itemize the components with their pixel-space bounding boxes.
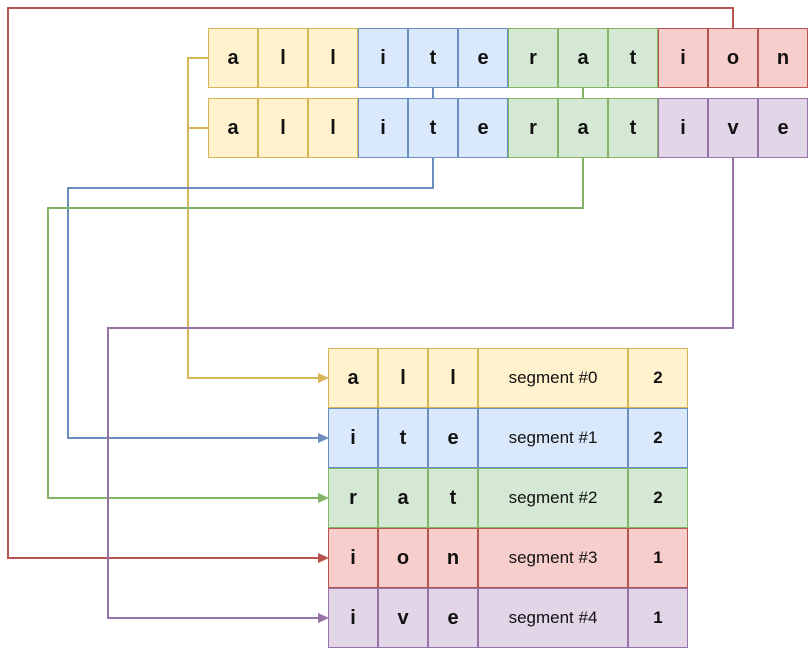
word-0-letter-8: t [608,28,658,88]
word-1-letter-10: v [708,98,758,158]
word-1-letter-6: r [508,98,558,158]
segment-1-letter-1: t [378,408,428,468]
word-1-letter-9: i [658,98,708,158]
segment-4-count: 1 [628,588,688,648]
word-0-letter-6: r [508,28,558,88]
word-0-letter-3: i [358,28,408,88]
word-0-letter-9: i [658,28,708,88]
word-1-letter-7: a [558,98,608,158]
segment-0-letter-2: l [428,348,478,408]
segment-4-name: segment #4 [478,588,628,648]
word-1-letter-4: t [408,98,458,158]
word-1-letter-1: l [258,98,308,158]
segment-1-count: 2 [628,408,688,468]
segment-1-letter-2: e [428,408,478,468]
segment-2-letter-1: a [378,468,428,528]
segment-0-letter-0: a [328,348,378,408]
word-0-letter-2: l [308,28,358,88]
segment-3-letter-0: i [328,528,378,588]
word-1-letter-0: a [208,98,258,158]
segment-0-name: segment #0 [478,348,628,408]
word-0-letter-1: l [258,28,308,88]
segment-3-count: 1 [628,528,688,588]
word-1-letter-3: i [358,98,408,158]
segment-2-letter-0: r [328,468,378,528]
word-1-letter-8: t [608,98,658,158]
word-0-letter-7: a [558,28,608,88]
word-0-letter-5: e [458,28,508,88]
word-0-letter-10: o [708,28,758,88]
word-1-letter-5: e [458,98,508,158]
segment-3-name: segment #3 [478,528,628,588]
segment-1-letter-0: i [328,408,378,468]
word-0-letter-0: a [208,28,258,88]
segment-0-letter-1: l [378,348,428,408]
segment-4-letter-0: i [328,588,378,648]
word-1-letter-11: e [758,98,808,158]
segment-2-letter-2: t [428,468,478,528]
segment-3-letter-1: o [378,528,428,588]
word-0-letter-11: n [758,28,808,88]
segment-1-name: segment #1 [478,408,628,468]
segment-2-count: 2 [628,468,688,528]
segment-3-letter-2: n [428,528,478,588]
word-1-letter-2: l [308,98,358,158]
segment-0-count: 2 [628,348,688,408]
segment-2-name: segment #2 [478,468,628,528]
segment-4-letter-2: e [428,588,478,648]
segment-4-letter-1: v [378,588,428,648]
word-0-letter-4: t [408,28,458,88]
